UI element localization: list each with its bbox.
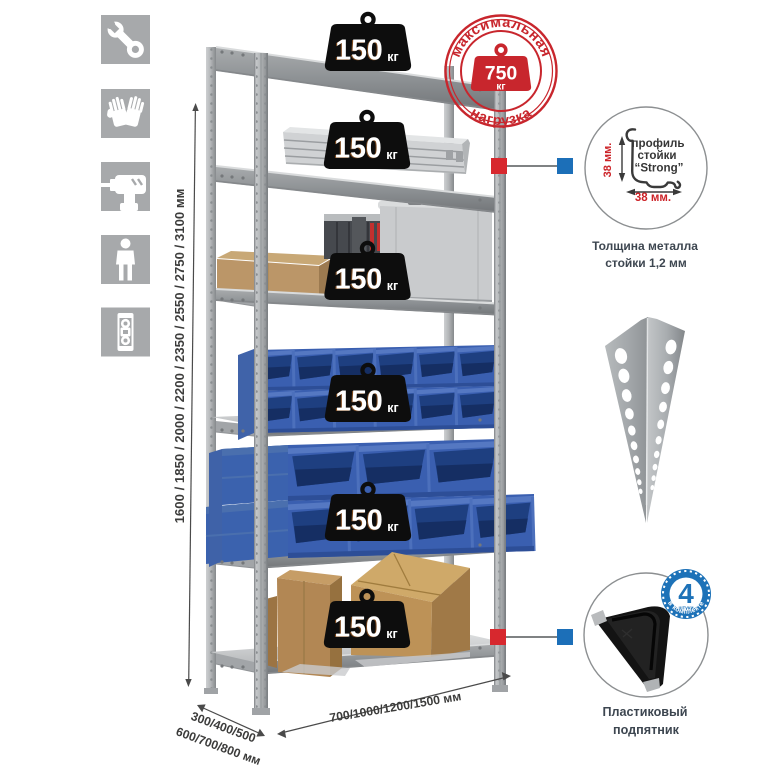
svg-text:“Strong”: “Strong”	[635, 162, 684, 175]
svg-text:4: 4	[678, 578, 694, 609]
svg-text:кг: кг	[387, 50, 398, 64]
svg-text:кг: кг	[387, 401, 398, 415]
svg-text:1600 / 1850 / 2000 / 2200 / 23: 1600 / 1850 / 2000 / 2200 / 2350 / 2550 …	[172, 189, 187, 524]
svg-text:150: 150	[334, 505, 382, 537]
svg-text:150: 150	[335, 264, 383, 296]
svg-text:кг: кг	[496, 82, 505, 93]
svg-text:38 мм.: 38 мм.	[635, 192, 671, 204]
svg-text:150: 150	[334, 133, 382, 165]
svg-text:кг: кг	[386, 148, 397, 162]
svg-text:150: 150	[335, 386, 383, 418]
svg-text:38 мм.: 38 мм.	[602, 143, 614, 178]
svg-text:150: 150	[335, 505, 383, 537]
svg-text:кг: кг	[387, 520, 398, 534]
svg-text:150: 150	[334, 35, 382, 67]
svg-text:150: 150	[333, 133, 381, 165]
svg-text:150: 150	[334, 612, 382, 644]
svg-text:стойки 1,2 мм: стойки 1,2 мм	[605, 256, 687, 270]
svg-text:150: 150	[335, 35, 383, 67]
svg-text:кг: кг	[386, 627, 397, 641]
svg-text:профиль: профиль	[632, 137, 685, 150]
svg-text:штуки: штуки	[678, 606, 693, 612]
svg-text:Пластиковый: Пластиковый	[602, 705, 687, 719]
svg-text:стойки: стойки	[637, 149, 676, 162]
svg-text:кг: кг	[387, 279, 398, 293]
svg-text:подпятник: подпятник	[613, 723, 680, 737]
svg-text:150: 150	[333, 612, 381, 644]
svg-text:150: 150	[334, 386, 382, 418]
svg-text:750: 750	[485, 63, 518, 85]
svg-text:150: 150	[334, 264, 382, 296]
svg-text:Толщина металла: Толщина металла	[592, 239, 698, 253]
